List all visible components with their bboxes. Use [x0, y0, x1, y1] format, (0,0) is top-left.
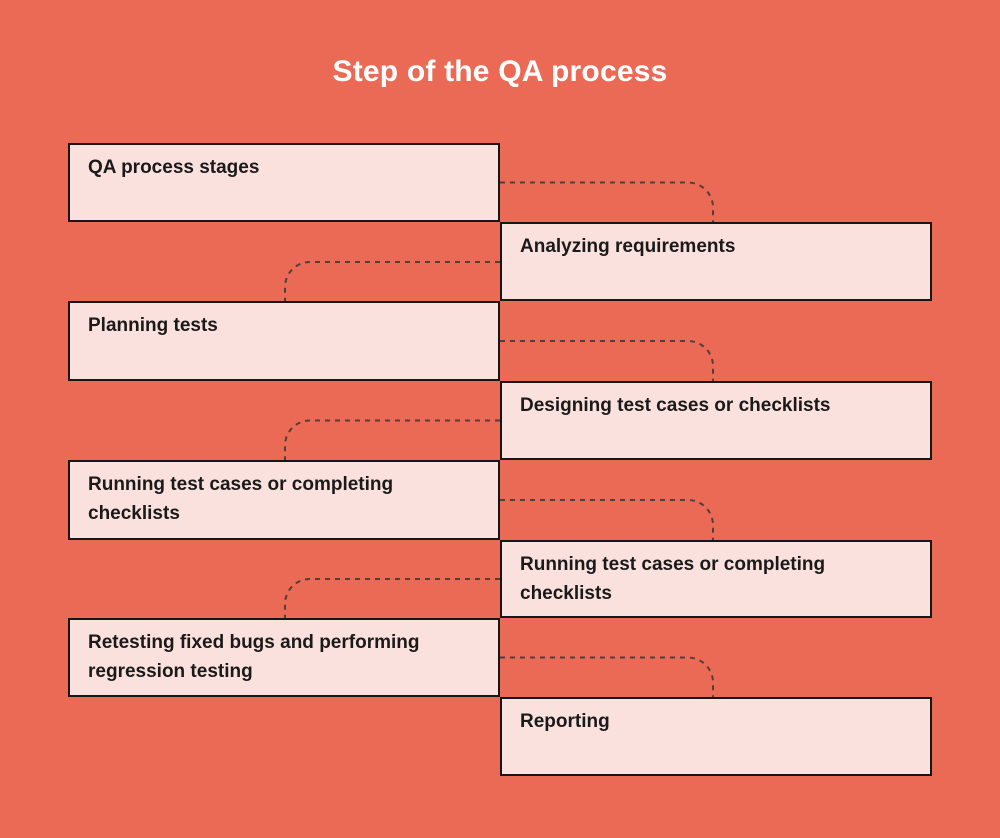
step-box-retesting-fixed-bugs: Retesting fixed bugs and performing regr…: [68, 618, 500, 697]
connector-6-left: [284, 578, 500, 618]
step-box-qa-process-stages: QA process stages: [68, 143, 500, 222]
connector-1-right: [500, 181, 714, 222]
page-title: Step of the QA process: [332, 55, 668, 88]
connector-7-right: [500, 656, 714, 697]
connector-4-left: [284, 419, 500, 460]
step-box-running-test-cases-right: Running test cases or completing checkli…: [500, 540, 932, 618]
step-label: Planning tests: [88, 315, 218, 336]
step-box-running-test-cases-left: Running test cases or completing checkli…: [68, 460, 500, 540]
step-label: Retesting fixed bugs and performing regr…: [88, 632, 420, 682]
connector-3-right: [500, 340, 714, 381]
step-box-analyzing-requirements: Analyzing requirements: [500, 222, 932, 301]
step-label: Running test cases or completing checkli…: [520, 554, 826, 604]
step-label: Running test cases or completing checkli…: [88, 474, 394, 524]
step-box-reporting: Reporting: [500, 697, 932, 776]
step-label: Designing test cases or checklists: [520, 395, 831, 416]
step-box-planning-tests: Planning tests: [68, 301, 500, 381]
connector-5-right: [500, 499, 714, 540]
step-box-designing-test-cases: Designing test cases or checklists: [500, 381, 932, 460]
step-label: QA process stages: [88, 157, 260, 178]
connector-2-left: [284, 261, 500, 301]
step-label: Reporting: [520, 711, 610, 732]
step-label: Analyzing requirements: [520, 236, 736, 257]
